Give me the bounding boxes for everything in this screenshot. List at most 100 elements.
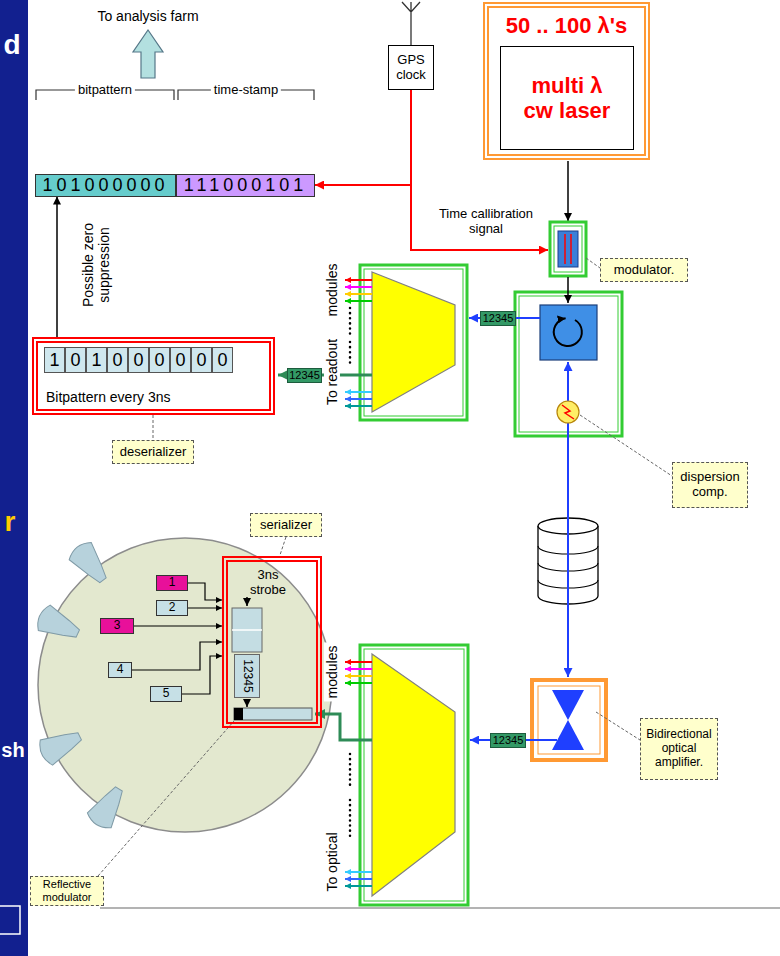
strobe-arrow <box>246 597 248 606</box>
text-area: 0 <box>108 348 127 372</box>
text-area: Reflective modulator <box>31 877 103 905</box>
sensor-box: 4 <box>108 662 132 678</box>
node-text: 111000101 <box>184 176 307 194</box>
modulator-frame <box>550 222 586 276</box>
node-text: 12345 <box>483 312 514 325</box>
text-area: dispersion comp. <box>673 463 747 507</box>
bit-cell: 0 <box>65 347 86 373</box>
node-text: 1 <box>169 576 176 590</box>
channel-tag: 12345 <box>490 733 526 748</box>
callout-label: dispersion comp. <box>672 462 748 508</box>
node-text: 0 <box>154 350 164 371</box>
output-arrow <box>133 30 163 78</box>
channel-arrow <box>345 661 372 663</box>
stream-arrow <box>246 699 248 707</box>
leader-line <box>596 712 640 740</box>
channel-arrow <box>345 279 372 281</box>
text-area: 4 <box>109 663 131 677</box>
channel-arrow <box>345 391 372 393</box>
callout-label: deserializer <box>112 440 194 464</box>
module-link <box>315 714 372 740</box>
light-path <box>567 161 569 221</box>
light-path <box>567 277 569 303</box>
text-area: serializer <box>251 514 321 536</box>
ellipsis-dots <box>349 754 352 838</box>
timestamp-field: 111000101 <box>176 174 315 197</box>
text-area: 12345 <box>481 312 515 325</box>
photomultiplier <box>34 603 84 646</box>
serial-stream: 12345 <box>234 654 260 698</box>
node-text: Bidirectional optical amplifier. <box>643 728 715 769</box>
leader-line <box>280 537 286 555</box>
node-text: 3 <box>114 619 121 633</box>
text-area: 5 <box>151 687 181 701</box>
node-text: 12345 <box>493 734 524 747</box>
node-text: 50 .. 100 λ's <box>506 13 627 38</box>
channel-arrow <box>345 398 372 400</box>
text-area: GPS clock <box>389 46 433 89</box>
node-text: 0 <box>112 350 122 371</box>
port-label: modules <box>324 261 340 320</box>
node-text: GPS clock <box>391 53 431 83</box>
dispersion-mark <box>562 405 574 419</box>
bit-cell: 0 <box>212 347 233 373</box>
laser-box: multi λ cw laser <box>500 46 634 150</box>
text-area: multi λ cw laser <box>501 47 633 149</box>
leader-line <box>586 258 600 268</box>
channel-arrow <box>345 300 372 302</box>
text-area: deserializer <box>113 441 193 463</box>
sensor-box: 2 <box>156 600 188 616</box>
node-text: 0 <box>217 350 227 371</box>
node-text: 4 <box>117 663 124 677</box>
field-label: time-stamp <box>211 83 281 98</box>
text-area: 111000101 <box>177 175 314 196</box>
channel-arrow <box>345 668 372 670</box>
node-text: 101000000 <box>42 176 168 194</box>
bitpattern-field: 101000000 <box>35 174 176 197</box>
optical-module <box>38 538 332 832</box>
text-area: 1 <box>45 348 64 372</box>
modulator-end <box>234 708 243 720</box>
channel-arrow <box>345 878 372 880</box>
text-area: 0 <box>192 348 211 372</box>
node-text: 0 <box>70 350 80 371</box>
node-text: Reflective modulator <box>33 878 101 903</box>
demux-frame <box>360 265 467 420</box>
node-text: modulator. <box>614 263 675 278</box>
bit-cell: 0 <box>107 347 128 373</box>
leader-line <box>153 415 154 440</box>
node-text: 0 <box>196 350 206 371</box>
destination-label: To analysis farm <box>94 8 201 24</box>
node-text: multi λ cw laser <box>519 73 615 124</box>
text-area: 0 <box>129 348 148 372</box>
text-area: 12345 <box>288 369 321 382</box>
sensor-box: 3 <box>100 618 134 634</box>
modulator-symbol <box>558 231 578 267</box>
bit-cell: 1 <box>44 347 65 373</box>
leader-line <box>98 721 234 876</box>
callout-label: Reflective modulator <box>30 876 104 906</box>
channel-arrow <box>345 682 372 684</box>
amplifier-frame <box>532 680 606 760</box>
bit-cell: 0 <box>191 347 212 373</box>
connector <box>188 607 222 608</box>
port-label: modules <box>324 643 340 702</box>
calibration-wire <box>411 185 548 250</box>
text-area: 101000000 <box>36 175 175 196</box>
node-text: 0 <box>133 350 143 371</box>
port-label: To readout <box>324 336 340 408</box>
channel-arrow <box>345 885 372 887</box>
callout-label: Bidirectional optical amplifier. <box>640 718 718 780</box>
wavelength-mux <box>372 654 455 896</box>
field-label: bitpattern <box>75 83 135 98</box>
photomultiplier <box>85 782 131 832</box>
white-panel <box>28 0 780 956</box>
channel-arrow <box>345 675 372 677</box>
modulator-electrode <box>570 234 572 264</box>
circulator-arrow <box>554 318 582 346</box>
channel-tag: 12345 <box>480 311 516 326</box>
mux-frame <box>360 645 468 905</box>
bit-cell: 0 <box>149 347 170 373</box>
